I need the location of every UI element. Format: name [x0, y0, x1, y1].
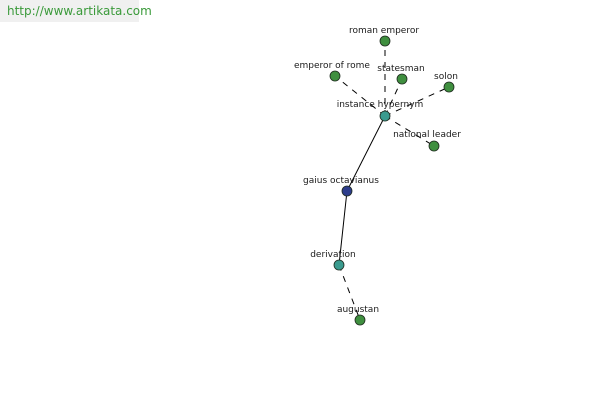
node-statesman[interactable] — [396, 73, 408, 85]
node-derivation[interactable] — [333, 259, 345, 271]
edge-gaius-to-derivation — [338, 190, 348, 266]
node-roman-emperor[interactable] — [379, 35, 391, 47]
node-gaius[interactable] — [341, 185, 353, 197]
node-label-gaius: gaius octavianus — [303, 176, 379, 186]
labels-layer: gaius octavianus instance hypernym derivat… — [294, 26, 461, 315]
node-label-statesman: statesman — [377, 64, 424, 74]
node-instance[interactable] — [379, 110, 391, 122]
edge-gaius-to-instance — [346, 115, 386, 192]
edge-instance-to-national-leader — [384, 115, 435, 147]
nodes-layer — [329, 35, 455, 326]
node-emperor-of-rome[interactable] — [329, 70, 341, 82]
node-national-leader[interactable] — [428, 140, 440, 152]
watermark-link[interactable]: http://www.artikata.com — [7, 4, 152, 18]
node-label-instance: instance hypernym — [337, 100, 424, 110]
node-label-solon: solon — [434, 72, 458, 82]
node-label-derivation: derivation — [310, 250, 356, 260]
edge-derivation-to-augustan — [338, 264, 361, 321]
node-label-augustan: augustan — [337, 305, 379, 315]
edges-layer — [334, 41, 450, 321]
node-label-roman-emperor: roman emperor — [349, 26, 419, 36]
watermark-banner: http://www.artikata.com — [0, 0, 152, 22]
node-augustan[interactable] — [354, 314, 366, 326]
node-label-emperor-of-rome: emperor of rome — [294, 61, 370, 71]
node-label-national-leader: national leader — [393, 130, 461, 140]
node-solon[interactable] — [443, 81, 455, 93]
edge-instance-to-statesman — [384, 78, 403, 117]
edge-instance-to-emperor-of-rome — [334, 75, 386, 117]
